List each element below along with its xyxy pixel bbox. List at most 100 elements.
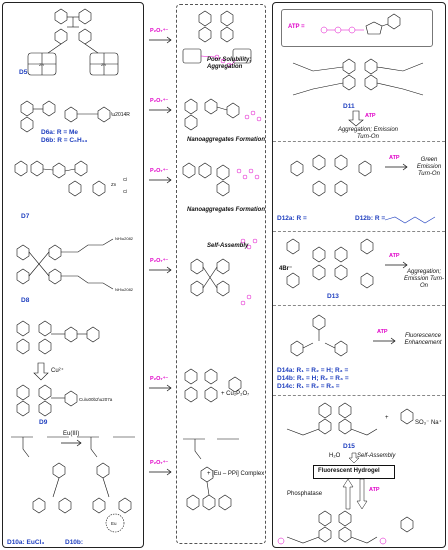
d11-structure: [292, 58, 424, 96]
svg-text:Cl: Cl: [123, 177, 127, 182]
d12-result: Green Emission Turn-On: [416, 157, 442, 177]
d8-label: D8: [21, 297, 30, 304]
m1-structure: [182, 10, 252, 68]
right-divider-1: [273, 141, 445, 142]
svg-text:Zn: Zn: [111, 182, 117, 187]
svg-text:Eu: Eu: [111, 521, 117, 526]
d12a-label: D12a: R =: [277, 215, 307, 222]
d8-structure: NH\u2082 NH\u2082: [16, 236, 134, 292]
svg-text:Zn: Zn: [39, 62, 44, 67]
phosphatase-arrow: [342, 478, 354, 510]
d10b-label: D10b:: [65, 539, 84, 546]
result-1-text: Poor Solubility; Aggregation: [207, 57, 252, 70]
d14a-label: D14a: R₁ = R₂ = H; R₃ =: [277, 367, 349, 374]
middle-panel: Poor Solubility; Aggregation Nanoaggrega…: [176, 4, 266, 544]
reagent-label-5: P₂O₇⁴⁻: [150, 376, 169, 382]
d9-precursor: [16, 320, 100, 355]
d14-result: Fluorescence Enhancement: [404, 333, 442, 346]
result-6-text: + [Eu – PPi] Complex: [207, 471, 265, 477]
result-3-text: Nanoaggregates Formation: [187, 207, 266, 213]
d9-structure: Cu\u00b2\u207a: [16, 384, 113, 417]
d15-plus: +: [385, 415, 389, 421]
d12b-label: D12b: R =: [355, 215, 386, 222]
hydrogel-label: Fluorescent Hydrogel: [318, 468, 380, 474]
svg-text:Zn: Zn: [101, 62, 106, 67]
d15-sulfonate: SO₃⁻ Na⁺: [415, 420, 442, 426]
d13-result: Aggregation; Emission Turn-On: [404, 269, 444, 289]
svg-text:\u2014R: \u2014R: [111, 112, 130, 118]
d11-result: Aggregation; Emission Turn-On: [337, 127, 399, 140]
reagent-arrow-2: [149, 106, 172, 114]
d12b-chain: [384, 216, 436, 224]
d9-label: D9: [39, 419, 48, 426]
svg-text:Cl: Cl: [123, 189, 127, 194]
reagent-arrow-4: [149, 266, 172, 274]
result-4-text: Self-Assembly: [207, 243, 249, 249]
d15-product: [277, 510, 414, 545]
reagent-arrow-1: [149, 36, 172, 44]
d13-reagent: ATP: [389, 253, 400, 259]
d10-structure: Eu: [11, 436, 135, 533]
reagent-arrow-6: [149, 468, 172, 476]
d15-structure: [286, 402, 414, 436]
d9-intermediate: Cu²⁺: [51, 368, 64, 374]
result-5-text: + Cu₂P₂O₇: [221, 391, 250, 397]
d13-label: D13: [327, 293, 339, 300]
d11-reagent: ATP: [365, 113, 376, 119]
d11-label: D11: [343, 103, 355, 110]
d15-water: H₂O: [329, 453, 341, 459]
d13-counterion: 4Br⁻: [279, 266, 293, 272]
result-2-text: Nanoaggregates Formation: [187, 137, 266, 143]
m6-structure: [183, 438, 239, 511]
d5-label: D5: [19, 69, 28, 76]
d14-structure: [290, 314, 348, 357]
d6-structure: \u2014R: [20, 100, 130, 133]
atp-header-box: ATP =: [281, 9, 433, 47]
m3-structure: [182, 162, 260, 197]
d10-reagent: Eu(III): [63, 431, 80, 437]
reagent-label-2: P₂O₇⁴⁻: [150, 98, 169, 104]
atp-arrow: [356, 478, 368, 510]
d14b-label: D14b: R₁ = H; R₂ = R₃ =: [277, 375, 349, 382]
reagent-arrow-3: [149, 176, 172, 184]
d15-reagent: ATP: [369, 487, 380, 493]
hydrogel-box: Fluorescent Hydrogel: [313, 465, 395, 479]
reagent-label-6: P₂O₇⁴⁻: [150, 460, 169, 466]
d12-arrow: [385, 163, 408, 171]
atp-header-label: ATP =: [288, 24, 305, 30]
d9-down-arrow: [33, 362, 49, 381]
m2-structure: [184, 98, 262, 131]
reagent-arrow-5: [149, 384, 172, 392]
d14-reagent: ATP: [377, 329, 388, 335]
d6a-label: D6a: R = Me: [41, 129, 79, 136]
d15-self-assembly: Self-Assembly: [357, 453, 396, 459]
right-divider-4: [273, 395, 445, 396]
svg-text:Cu\u00b2\u207a: Cu\u00b2\u207a: [79, 397, 113, 402]
m4-structure: [190, 238, 258, 306]
d7-structure: Zn Cl Cl: [14, 160, 127, 197]
svg-text:NH\u2082: NH\u2082: [115, 236, 134, 241]
reagent-label-1: P₂O₇⁴⁻: [150, 28, 169, 34]
d5-structure: Zn Zn: [27, 8, 119, 76]
right-divider-2: [273, 231, 445, 232]
d6b-label: D6b: R = C₆H₁₃: [41, 137, 88, 144]
m5-structure: [184, 368, 242, 403]
left-panel: Zn Zn D5 \u2014R D6a: R = Me D6b: R = C₆…: [2, 2, 144, 548]
d12-structure: [290, 154, 372, 197]
d15-label: D15: [343, 443, 355, 450]
d11-down-arrow: [348, 110, 364, 127]
d10a-label: D10a: EuCl₃: [7, 539, 45, 546]
reagent-label-3: P₂O₇⁴⁻: [150, 168, 169, 174]
svg-text:NH\u2082: NH\u2082: [115, 287, 134, 292]
d13-arrow: [385, 261, 408, 269]
d14c-label: D14c: R₁ = R₂ = R₃ =: [277, 383, 340, 390]
d13-structure: [286, 238, 374, 289]
right-panel: ATP = D11 ATP Aggregation; Emission Turn…: [272, 2, 446, 548]
d12-reagent: ATP: [389, 155, 400, 161]
atp-structure: [320, 13, 401, 35]
d15-down-arrow: [348, 452, 360, 464]
d10-reaction-arrow: [61, 439, 82, 447]
d14-arrow: [373, 337, 396, 345]
reagent-label-4: P₂O₇⁴⁻: [150, 258, 169, 264]
d7-label: D7: [21, 213, 30, 220]
